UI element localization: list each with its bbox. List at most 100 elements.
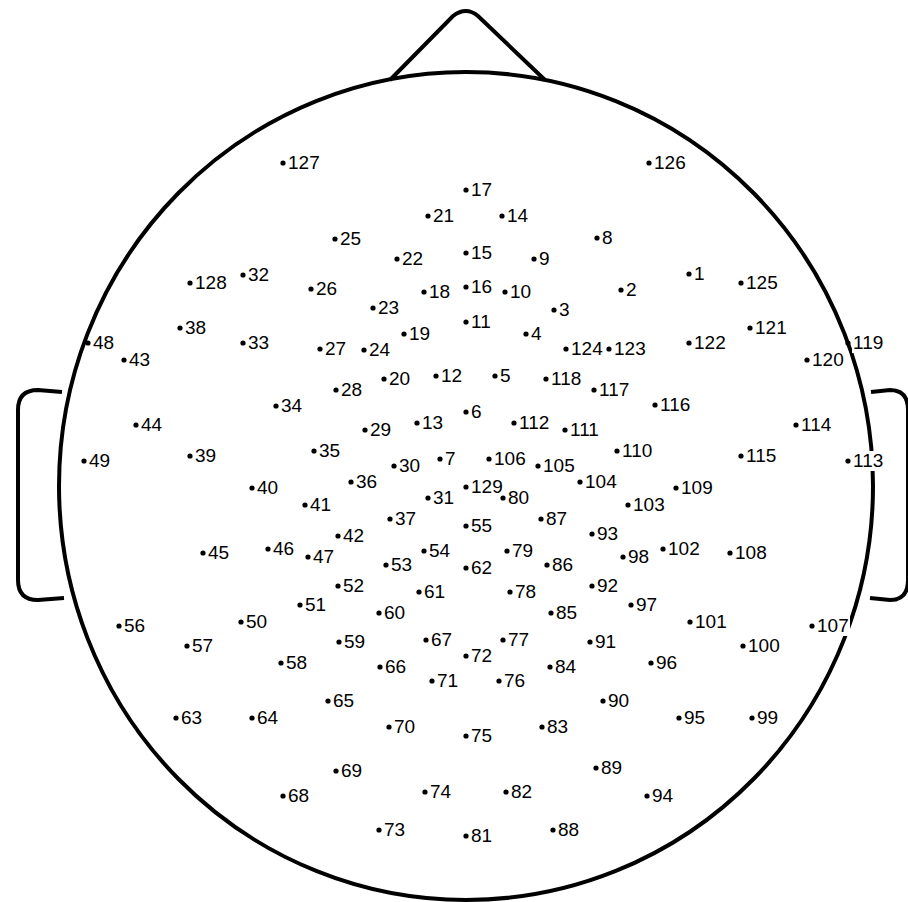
electrode-dot	[311, 448, 316, 453]
electrode-number: 42	[342, 526, 365, 546]
electrode-number: 105	[542, 456, 576, 476]
electrode-number: 110	[621, 441, 653, 461]
electrode-dot	[391, 463, 396, 468]
electrode-dot	[333, 768, 338, 773]
electrode-dot	[421, 289, 426, 294]
electrode-number: 7	[444, 449, 457, 469]
electrode-dot	[335, 583, 340, 588]
electrode-dot	[738, 453, 743, 458]
electrode-number: 11	[470, 312, 492, 332]
electrode-number: 107	[816, 616, 850, 636]
electrode-number: 106	[493, 449, 527, 469]
electrode-dot	[686, 340, 691, 345]
electrode-dot	[425, 213, 430, 218]
electrode-number: 50	[245, 612, 268, 632]
electrode-dot	[240, 272, 245, 277]
electrode-number: 84	[554, 657, 577, 677]
electrode-dot	[302, 502, 307, 507]
electrode-dot	[535, 463, 540, 468]
electrode-dot	[332, 236, 337, 241]
electrode-dot	[273, 403, 278, 408]
electrode-number: 108	[734, 543, 768, 563]
electrode-dot	[173, 715, 178, 720]
electrode-dot	[177, 325, 182, 330]
electrode-number: 76	[503, 671, 526, 691]
electrode-dot	[625, 502, 630, 507]
electrode-dot	[187, 280, 192, 285]
electrode-number: 118	[550, 369, 582, 389]
electrode-dot	[463, 833, 468, 838]
electrode-dot	[317, 346, 322, 351]
electrode-dot	[308, 286, 313, 291]
electrode-number: 74	[429, 782, 452, 802]
electrode-number: 80	[507, 488, 530, 508]
electrode-dot	[591, 387, 596, 392]
electrode-number: 12	[440, 366, 463, 386]
electrode-dot	[376, 827, 381, 832]
electrode-dot	[240, 340, 245, 345]
electrode-dot	[187, 453, 192, 458]
electrode-dot	[523, 331, 528, 336]
electrode-number: 36	[355, 472, 378, 492]
electrode-dot	[184, 643, 189, 648]
electrode-dot	[116, 623, 121, 628]
electrode-number: 32	[247, 265, 270, 285]
electrode-number: 97	[635, 595, 658, 615]
electrode-number: 122	[693, 333, 727, 353]
electrode-number: 37	[394, 509, 417, 529]
electrode-dot	[387, 516, 392, 521]
electrode-number: 71	[436, 671, 459, 691]
electrode-dot	[587, 639, 592, 644]
electrode-number: 29	[369, 420, 392, 440]
electrode-dot	[280, 793, 285, 798]
electrode-number: 54	[428, 541, 451, 561]
electrode-number: 64	[256, 708, 279, 728]
electrode-dot	[381, 376, 386, 381]
electrode-number: 83	[546, 717, 569, 737]
electrode-number: 119	[852, 333, 884, 353]
electrode-number: 16	[470, 277, 493, 297]
electrode-number: 99	[756, 708, 779, 728]
electrode-dot	[421, 548, 426, 553]
electrode-number: 40	[256, 478, 279, 498]
electrode-dot	[676, 715, 681, 720]
electrode-number: 63	[180, 708, 203, 728]
electrode-dot	[85, 340, 90, 345]
electrode-number: 112	[518, 413, 550, 433]
electrode-dot	[499, 213, 504, 218]
electrode-number: 100	[747, 636, 781, 656]
electrode-dot	[727, 550, 732, 555]
electrode-number: 58	[285, 653, 308, 673]
electrode-number: 8	[601, 228, 614, 248]
electrode-number: 28	[340, 380, 363, 400]
electrode-number: 34	[280, 396, 303, 416]
electrode-dot	[563, 346, 568, 351]
electrode-dot	[423, 637, 428, 642]
electrode-number: 114	[800, 415, 832, 435]
electrode-number: 117	[598, 380, 630, 400]
electrode-dot	[539, 724, 544, 729]
electrode-dot	[600, 698, 605, 703]
electrode-number: 52	[342, 576, 365, 596]
electrode-number: 44	[140, 415, 163, 435]
electrode-dot	[845, 458, 850, 463]
electrode-number: 55	[470, 516, 493, 536]
electrode-dot	[644, 793, 649, 798]
electrode-dot	[673, 485, 678, 490]
electrode-number: 92	[596, 576, 619, 596]
electrode-dot	[348, 479, 353, 484]
electrode-number: 68	[287, 786, 310, 806]
electrode-number: 121	[754, 318, 788, 338]
electrode-number: 35	[318, 441, 341, 461]
electrode-dot	[652, 402, 657, 407]
electrode-dot	[543, 376, 548, 381]
electrode-number: 120	[811, 350, 845, 370]
electrode-dot	[249, 715, 254, 720]
electrode-number: 53	[390, 555, 413, 575]
electrode-number: 69	[340, 761, 363, 781]
electrode-number: 62	[470, 558, 493, 578]
electrode-dot	[463, 284, 468, 289]
electrode-dot	[544, 562, 549, 567]
electrode-dot	[538, 516, 543, 521]
electrode-number: 30	[398, 456, 421, 476]
